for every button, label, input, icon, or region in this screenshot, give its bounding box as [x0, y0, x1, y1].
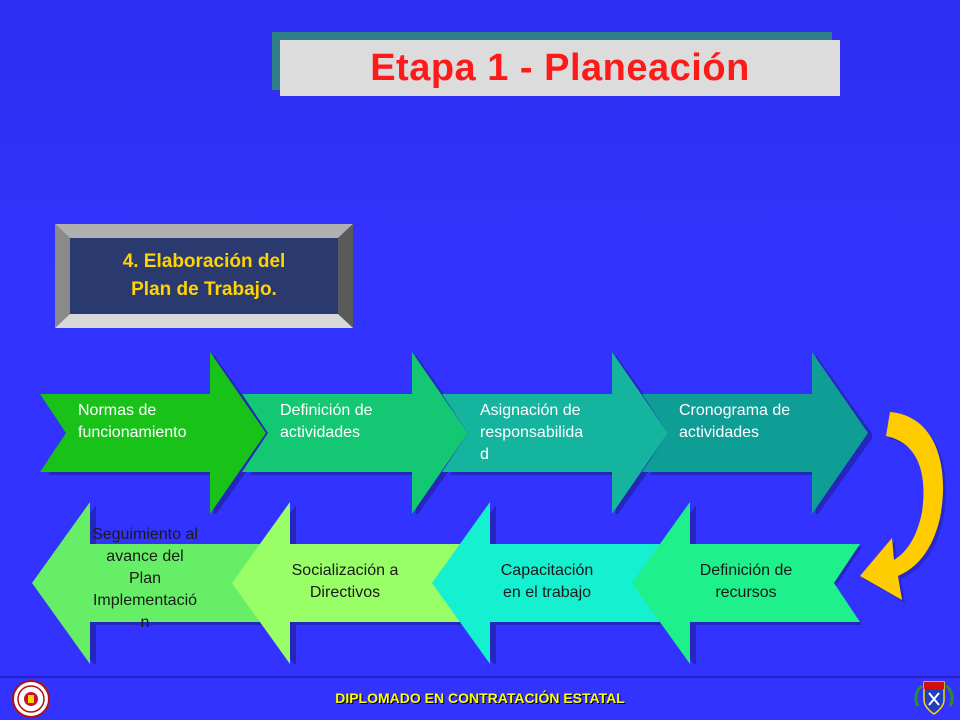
arrow-definicion-de-actividades — [242, 352, 472, 514]
arrow-asignacion-de-responsabilidad — [442, 352, 672, 514]
footer-divider — [0, 676, 960, 678]
section-label: 4. Elaboración del Plan de Trabajo. — [70, 238, 338, 314]
arrow-label-capacitacion-en-el-trabajo: Capacitación en el trabajo — [500, 562, 594, 601]
arrow-label-seguimiento-al-avance: Seguimiento al avance del Plan Implement… — [92, 526, 198, 631]
arrow-socializacion-a-directivos — [232, 502, 462, 664]
title-box: Etapa 1 - Planeación — [280, 40, 840, 96]
arrow-capacitacion-en-el-trabajo — [432, 502, 662, 664]
arrow-label-socializacion-a-directivos: Socialización a Directivos — [291, 562, 399, 601]
arrow-label-cronograma-de-actividades: Cronograma de actividades — [679, 402, 791, 441]
arrow-seguimiento-al-avance — [32, 502, 262, 664]
section-label-line2: Plan de Trabajo. — [131, 279, 277, 300]
arrow-label-definicion-de-actividades: Definición de actividades — [280, 402, 373, 441]
footer-bar — [0, 676, 960, 720]
section-label-line1: 4. Elaboración del — [122, 251, 286, 272]
arrow-normas-de-funcionamiento — [40, 352, 270, 514]
slide-title: Etapa 1 - Planeación — [370, 46, 750, 89]
section-bevel-box — [55, 224, 353, 328]
arrow-label-asignacion-de-responsabilidad: Asignación de responsabilida d — [480, 402, 584, 463]
arrow-cronograma-de-actividades — [642, 352, 872, 514]
shield-emblem-icon — [914, 681, 954, 715]
arrow-definicion-de-recursos — [632, 502, 862, 664]
footer-text: DIPLOMADO EN CONTRATACIÓN ESTATAL — [335, 690, 625, 706]
arrow-label-definicion-de-recursos: Definición de recursos — [699, 562, 793, 601]
curved-return-arrow — [860, 412, 947, 603]
seal-logo-icon — [12, 680, 50, 718]
arrow-label-normas-de-funcionamiento: Normas de funcionamiento — [78, 402, 187, 441]
